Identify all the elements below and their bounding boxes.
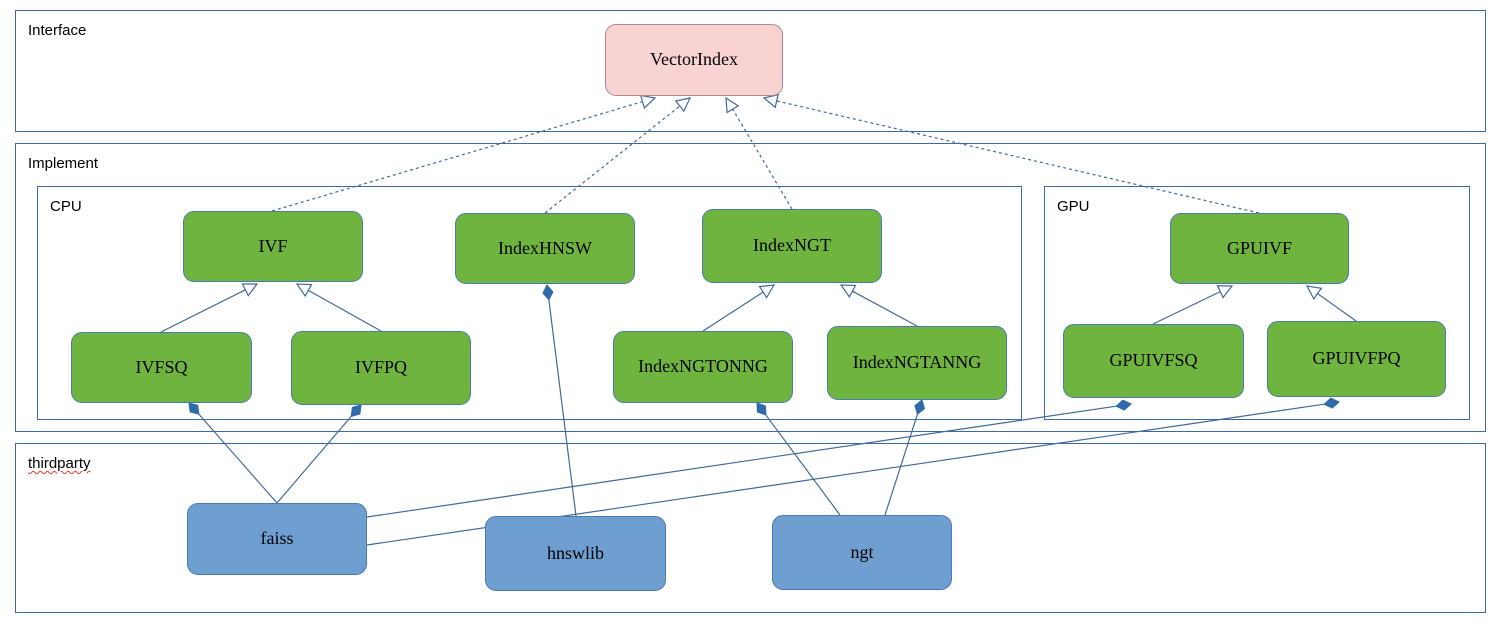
class-node-label: VectorIndex bbox=[650, 49, 738, 70]
class-node-label: IndexNGT bbox=[753, 235, 831, 256]
class-node-label: IVFPQ bbox=[354, 357, 407, 378]
group-label-cpu: CPU bbox=[50, 198, 82, 215]
class-node-indexngtanng[interactable]: IndexNGTANNG bbox=[827, 326, 1007, 400]
class-node-label: GPUIVFPQ bbox=[1312, 348, 1401, 369]
class-node-ivfsq[interactable]: IVFSQ bbox=[71, 332, 252, 403]
class-node-label: ngt bbox=[850, 541, 874, 562]
group-label-thirdparty: thirdparty bbox=[28, 455, 91, 472]
class-node-ivfpq[interactable]: IVFPQ bbox=[291, 331, 471, 405]
class-node-label: IndexNGTONNG bbox=[638, 356, 768, 377]
class-node-label: hnswlib bbox=[546, 542, 604, 563]
class-node-faiss[interactable]: faiss bbox=[187, 503, 367, 575]
group-label-gpu: GPU bbox=[1057, 198, 1090, 215]
class-node-gpuivfsq[interactable]: GPUIVFSQ bbox=[1063, 324, 1244, 398]
class-node-label: GPUIVF bbox=[1226, 237, 1292, 258]
class-node-vectorindex[interactable]: VectorIndex bbox=[605, 24, 783, 96]
group-label-interface: Interface bbox=[28, 22, 87, 39]
class-node-hnswlib[interactable]: hnswlib bbox=[485, 516, 666, 591]
class-node-label: IndexHNSW bbox=[498, 237, 592, 258]
class-node-gpuivf[interactable]: GPUIVF bbox=[1170, 213, 1349, 284]
class-node-label: IVFSQ bbox=[135, 356, 188, 377]
class-node-ngt[interactable]: ngt bbox=[772, 515, 952, 590]
class-node-gpuivfpq[interactable]: GPUIVFPQ bbox=[1267, 321, 1446, 397]
class-node-indexngtonng[interactable]: IndexNGTONNG bbox=[613, 331, 793, 403]
class-node-label: faiss bbox=[260, 528, 294, 549]
class-node-label: GPUIVFSQ bbox=[1109, 350, 1198, 371]
group-label-implement: Implement bbox=[28, 155, 99, 172]
class-node-label: IndexNGTANNG bbox=[852, 352, 982, 373]
class-node-label: IVF bbox=[258, 235, 288, 256]
class-node-ivf[interactable]: IVF bbox=[183, 211, 363, 282]
class-node-indexngt[interactable]: IndexNGT bbox=[702, 209, 882, 283]
class-node-indexhnsw[interactable]: IndexHNSW bbox=[455, 213, 635, 284]
